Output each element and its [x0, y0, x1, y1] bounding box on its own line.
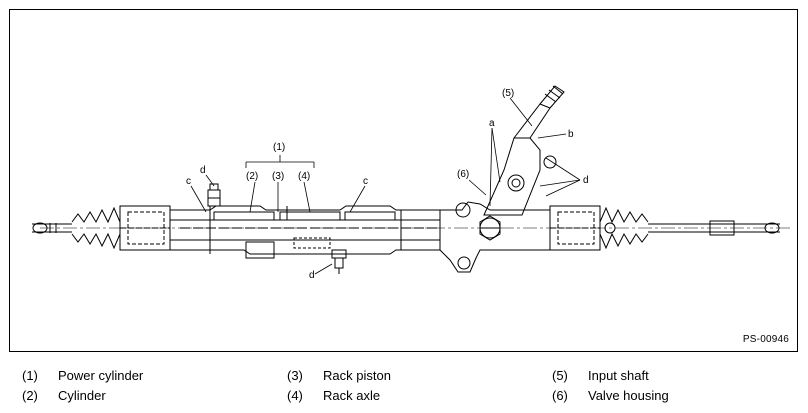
- callout-d-lower: d: [309, 270, 315, 281]
- callout-leaders: [190, 97, 581, 275]
- valve-housing: [439, 201, 551, 273]
- legend-label: Rack piston: [323, 368, 391, 383]
- figure-id: PS-00946: [742, 334, 789, 345]
- callout-a: a: [489, 118, 495, 129]
- callout-d-right: d: [583, 175, 589, 186]
- callout-d-upper-left: d: [200, 165, 206, 176]
- legend-number: (6): [552, 388, 568, 403]
- input-shaft-column: [483, 85, 565, 216]
- callout-2: (2): [246, 171, 258, 182]
- legend-number: (1): [22, 368, 38, 383]
- legend-number: (4): [287, 388, 303, 403]
- callout-6: (6): [457, 169, 469, 180]
- legend-label: Valve housing: [588, 388, 669, 403]
- lower-line-fitting: [331, 249, 347, 274]
- legend: (1) Power cylinder (2) Cylinder (3) Rack…: [0, 364, 808, 413]
- legend-label: Rack axle: [323, 388, 381, 403]
- figure-frame: (1) (2) (3) (4) (5) (6) a b c c d d d PS…: [9, 9, 798, 352]
- callout-b: b: [568, 129, 574, 140]
- legend-number: (2): [22, 388, 38, 403]
- callout-labels: (1) (2) (3) (4) (5) (6) a b c c d d d: [186, 88, 589, 281]
- callout-5: (5): [502, 88, 514, 99]
- legend-number: (3): [287, 368, 303, 383]
- callout-1: (1): [273, 142, 285, 153]
- callout-3: (3): [272, 171, 284, 182]
- upper-line-fitting: [207, 183, 221, 207]
- legend-label: Input shaft: [588, 368, 649, 383]
- callout-c-right: c: [363, 176, 368, 187]
- legend-label: Power cylinder: [58, 368, 144, 383]
- callout-4: (4): [298, 171, 310, 182]
- gearbox-body: [169, 205, 441, 259]
- legend-number: (5): [552, 368, 568, 383]
- steering-gearbox-diagram: (1) (2) (3) (4) (5) (6) a b c c d d d: [32, 85, 790, 281]
- callout-c-left: c: [186, 176, 191, 187]
- legend-label: Cylinder: [58, 388, 106, 403]
